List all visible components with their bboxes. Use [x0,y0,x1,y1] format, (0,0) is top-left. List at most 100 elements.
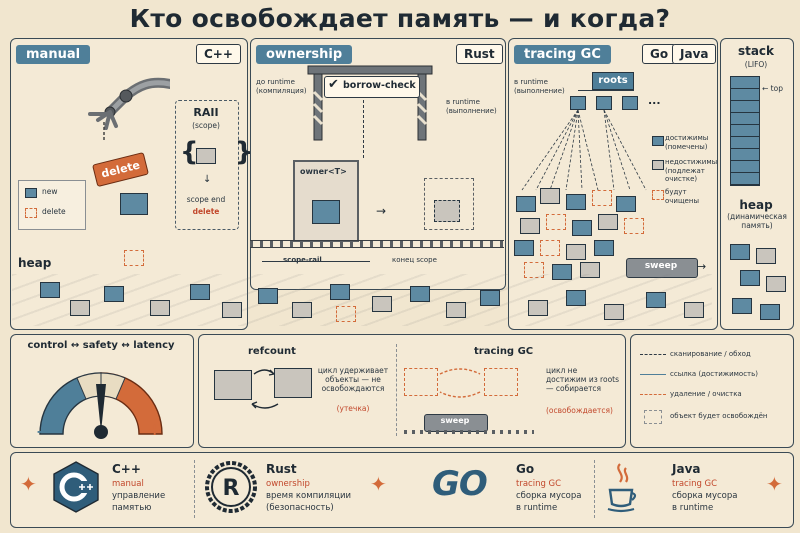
heap-object [410,286,430,302]
compile-time-label: до runtime (компиляция) [256,78,307,95]
sweep-train [626,258,698,278]
heap-title: heap [739,198,773,212]
go-desc-1: сборка мусора [516,491,582,501]
cpp-logo-icon [53,461,99,513]
heap-object [516,196,536,212]
stack-column [730,76,760,186]
heap-object [740,270,760,286]
heap-object [520,218,540,234]
heap-floor [12,274,712,326]
heap-object [552,264,572,280]
scope-end-label: scope end [186,195,226,204]
tracing-runtime-label: в runtime (выполнение) [514,78,565,95]
footer-divider [194,460,195,518]
heap-object [258,288,278,304]
heap-object [336,306,356,322]
delete-legend-line [640,394,666,395]
owned-object-cube [312,200,340,224]
checkmark-icon: ✔ [328,77,339,92]
footer-divider [594,460,595,518]
gauge-plus: + [148,420,162,439]
heap-object [598,214,618,230]
roots-ellipsis: ... [648,94,661,107]
robot-arm-illustration [88,77,170,142]
rust-lang-badge[interactable]: Rust [456,44,503,64]
root-cube-1 [570,96,586,110]
heap-object [646,292,666,308]
cycles-panel [198,334,626,448]
dropped-object-cube [434,200,460,222]
heap-object [732,298,752,314]
cleared-label: будут очищены [665,188,699,205]
footer-star-icon: ✦ [766,472,783,496]
page-title: Кто освобождает память — и когда? [129,4,671,33]
braces-icon: { } [180,137,254,167]
heap-object [604,304,624,320]
footer-panel [10,452,794,528]
refcount-object-a [214,370,252,400]
rust-logo-icon: R [205,461,257,513]
go-desc-2: в runtime [516,503,558,513]
raii-title: RAII [193,106,219,119]
stack-subtitle: (LIFO) [744,60,768,69]
delete-legend-text: удаление / очистка [670,390,742,398]
ref-legend-line [640,374,666,375]
rust-desc-2: (безопасность) [266,503,334,513]
dashed-arrow-down [363,100,364,158]
heap-object [524,262,544,278]
borrow-check-sign [324,76,420,98]
legend-panel [630,334,794,448]
rail-track [250,240,504,248]
cpp-desc-1: управление [112,491,166,501]
refcount-leak: (утечка) [336,404,370,413]
root-cube-3 [622,96,638,110]
go-lang-badge[interactable]: Go [642,44,677,64]
heap-object [580,262,600,278]
stack-top-text: top [770,84,783,93]
raii-box [175,100,239,230]
cycles-divider [396,344,397,436]
cpp-desc-2: памятью [112,503,152,513]
go-name: Go [516,462,535,476]
gauge-minus: − [36,422,50,441]
cpp-model: manual [112,479,144,489]
heap-object [730,244,750,260]
heap-object [540,240,560,256]
trace-scan-lines [521,109,647,191]
heap-object [594,240,614,256]
heap-object [292,302,312,318]
heap-object [540,188,560,204]
heap-object [330,284,350,300]
heap-object [624,218,644,234]
heap-subtitle: (динамическая память) [727,212,787,230]
unreachable-label: недостижимы (подлежат очистке) [665,158,718,183]
tracing-cycle-freed: (освобождается) [546,406,613,415]
borrow-check-gate [307,65,433,141]
new-legend-swatch [25,188,37,198]
heap-object [756,248,776,264]
java-desc-2: в runtime [672,503,714,513]
rust-model: ownership [266,479,310,489]
tracing-cycle-object-b [484,368,518,396]
owner-label: owner<T> [300,167,347,176]
reachable-swatch [652,136,664,146]
stack-top-label: ← top [762,84,783,93]
move-arrow-icon: → [376,204,387,218]
refcount-cycle-arrows [251,369,279,409]
root-cube-2 [596,96,612,110]
tracing-cycle-title: tracing GC [474,346,534,357]
ownership-tab[interactable]: ownership [256,45,353,64]
held-object-cube [120,193,148,215]
cpp-lang-badge[interactable]: C++ [196,44,241,64]
tracing-tab[interactable]: tracing GC [514,45,611,64]
manual-tab[interactable]: manual [16,45,91,64]
scope-rail-label: scope-rail [283,256,322,264]
go-logo-icon: GO [432,464,488,504]
java-lang-badge[interactable]: Java [672,44,717,64]
scope-delete-label: delete [192,207,220,216]
java-desc-1: сборка мусора [672,491,738,501]
java-name: Java [672,462,701,476]
ref-legend-label: ссылка (достижимость) [670,370,758,378]
rust-desc-1: время компиляции [266,491,352,501]
refcount-title: refcount [248,346,296,357]
